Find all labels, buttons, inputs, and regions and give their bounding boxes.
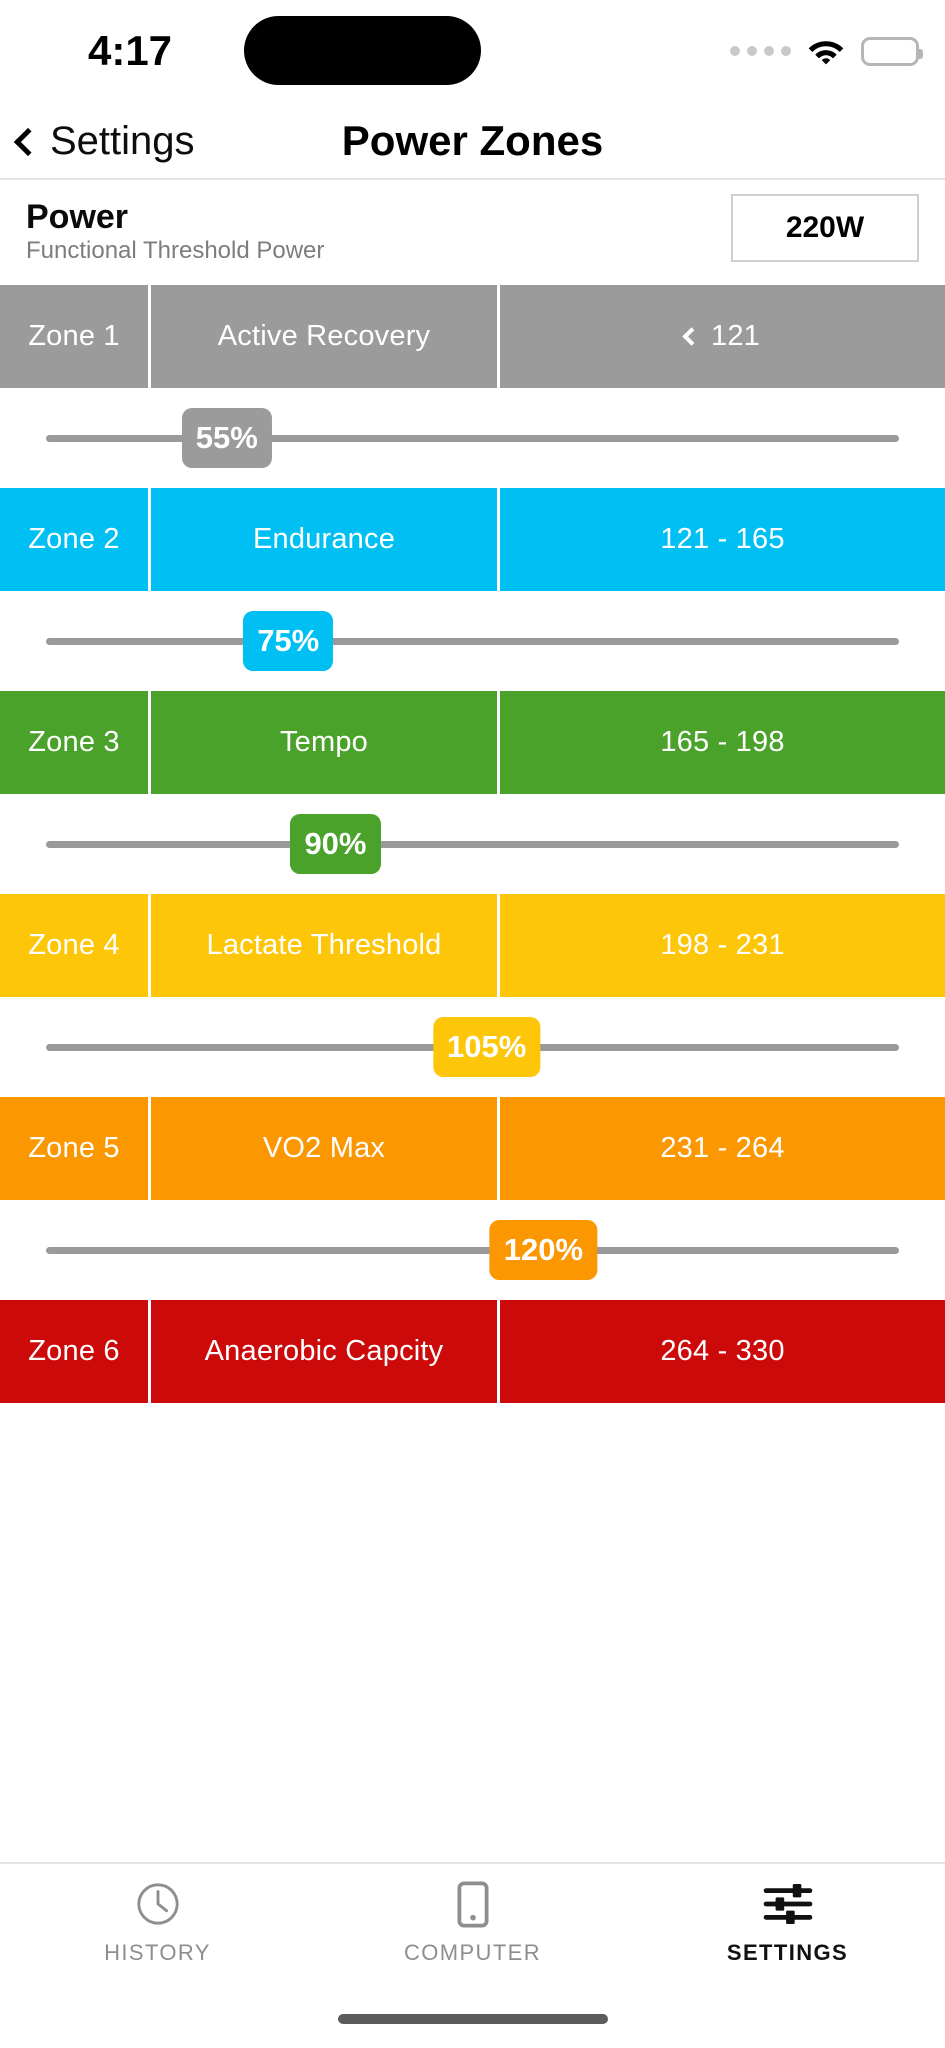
slider-track[interactable] [46, 1247, 899, 1254]
zone-threshold-slider[interactable]: 90% [0, 794, 945, 894]
tab-history[interactable]: HISTORY [0, 1880, 315, 1966]
zone-range: 264 - 330 [500, 1300, 945, 1403]
wifi-icon [807, 37, 845, 65]
zones-list: Zone 1 Active Recovery 121 55% Zone 2 Enduran… [0, 285, 945, 1862]
phone-icon [456, 1880, 489, 1928]
status-bar-indicators [730, 0, 923, 102]
power-title: Power [26, 198, 129, 237]
chevron-left-icon [682, 327, 701, 346]
battery-full-icon [861, 36, 923, 66]
zone-name-label: VO2 Max [148, 1097, 500, 1200]
zone-range: 121 [500, 285, 945, 388]
chevron-left-icon [13, 127, 43, 156]
back-button-label: Settings [50, 118, 195, 163]
tab-settings[interactable]: SETTINGS [630, 1880, 945, 1966]
zone-name-label: Active Recovery [148, 285, 500, 388]
zone-range-label: 121 - 165 [660, 523, 785, 555]
slider-track[interactable] [46, 638, 899, 645]
zone-row[interactable]: Zone 5 VO2 Max 231 - 264 [0, 1097, 945, 1200]
zone-range-label: 264 - 330 [660, 1335, 785, 1367]
bottom-tab-bar: HISTORY COMPUTER [0, 1862, 945, 1990]
zone-range: 231 - 264 [500, 1097, 945, 1200]
zone-range: 165 - 198 [500, 691, 945, 794]
slider-thumb[interactable]: 75% [243, 611, 334, 671]
zone-name-label: Anaerobic Capcity [148, 1300, 500, 1403]
zone-threshold-slider[interactable]: 55% [0, 388, 945, 488]
slider-thumb[interactable]: 90% [290, 814, 381, 874]
tab-history-label: HISTORY [104, 1940, 211, 1965]
status-bar: 4:17 [0, 0, 945, 102]
zone-range-inner: 165 - 198 [660, 726, 784, 759]
home-indicator-area [0, 1990, 945, 2048]
slider-thumb[interactable]: 55% [181, 408, 272, 468]
zone-name-label: Tempo [148, 691, 500, 794]
zone-name-label: Endurance [148, 488, 500, 591]
slider-track[interactable] [46, 841, 899, 848]
slider-thumb[interactable]: 120% [489, 1220, 598, 1280]
zone-number-label: Zone 6 [28, 1335, 120, 1367]
zone-range: 198 - 231 [500, 894, 945, 997]
zone-range: 121 - 165 [500, 488, 945, 591]
zone-number-label: Zone 4 [28, 929, 120, 961]
clock-icon [135, 1880, 181, 1928]
power-header-row: Power Functional Threshold Power 220W [0, 180, 945, 285]
zone-range-inner: 121 - 165 [660, 523, 784, 556]
zone-number-label: Zone 1 [28, 320, 120, 352]
zone-row[interactable]: Zone 2 Endurance 121 - 165 [0, 488, 945, 591]
dynamic-island [244, 16, 481, 85]
sliders-icon [763, 1880, 813, 1928]
zone-range-inner: 264 - 330 [660, 1335, 784, 1368]
tab-computer[interactable]: COMPUTER [315, 1880, 630, 1966]
zone-number-label: Zone 5 [28, 1132, 120, 1164]
signal-dots-icon [730, 46, 791, 56]
zone-row[interactable]: Zone 4 Lactate Threshold 198 - 231 [0, 894, 945, 997]
home-indicator[interactable] [337, 2014, 608, 2024]
zone-row[interactable]: Zone 1 Active Recovery 121 [0, 285, 945, 388]
zone-range-inner: 198 - 231 [660, 929, 784, 962]
slider-thumb[interactable]: 105% [433, 1017, 541, 1077]
zone-range-inner: 231 - 264 [660, 1132, 784, 1165]
ftp-input[interactable]: 220W [731, 194, 919, 262]
zone-row[interactable]: Zone 6 Anaerobic Capcity 264 - 330 [0, 1300, 945, 1403]
zone-threshold-slider[interactable]: 105% [0, 997, 945, 1097]
zone-number-label: Zone 3 [28, 726, 120, 758]
zone-range-label: 231 - 264 [660, 1132, 785, 1164]
zone-name-label: Lactate Threshold [148, 894, 500, 997]
navigation-bar: Settings Power Zones [0, 102, 945, 180]
zone-range-label: 121 [711, 320, 760, 352]
zone-threshold-slider[interactable]: 120% [0, 1200, 945, 1300]
status-bar-time: 4:17 [87, 27, 173, 74]
tab-computer-label: COMPUTER [403, 1940, 542, 1965]
back-button[interactable]: Settings [13, 102, 195, 180]
zone-row[interactable]: Zone 3 Tempo 165 - 198 [0, 691, 945, 794]
zone-range-label: 165 - 198 [660, 726, 785, 758]
tab-settings-label: SETTINGS [726, 1940, 849, 1965]
zone-number-label: Zone 2 [28, 523, 120, 555]
power-header-text: Power Functional Threshold Power [26, 200, 324, 264]
slider-track[interactable] [46, 435, 899, 442]
zone-threshold-slider[interactable]: 75% [0, 591, 945, 691]
zone-range-label: 198 - 231 [660, 929, 785, 961]
power-subtitle: Functional Threshold Power [26, 237, 325, 265]
zone-range-inner: 121 [682, 320, 760, 353]
